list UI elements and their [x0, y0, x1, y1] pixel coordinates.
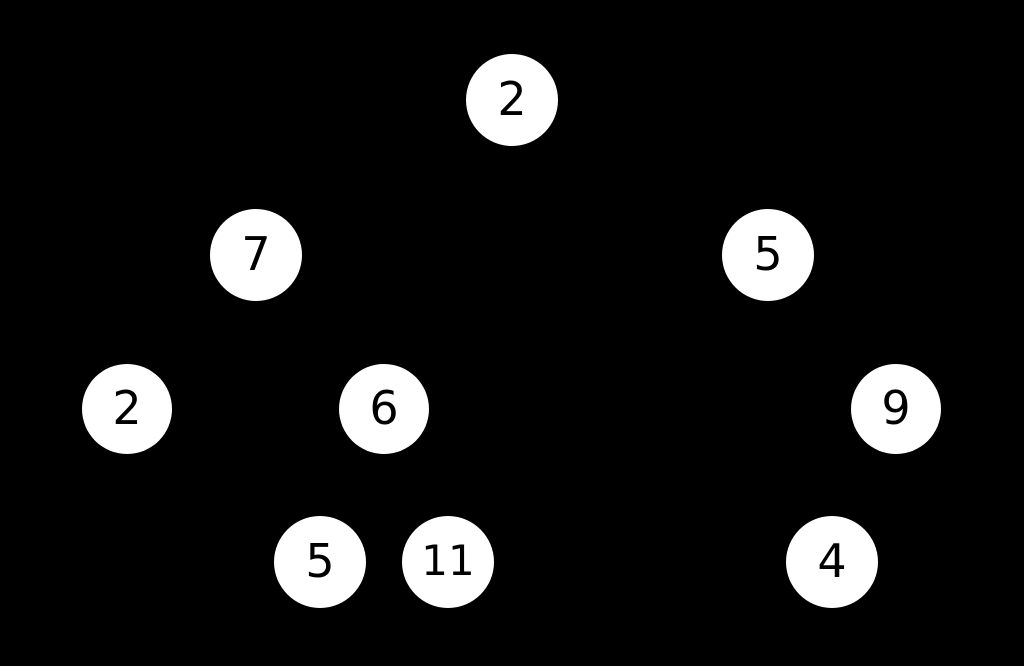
graph-node-label: 2: [497, 72, 527, 126]
graph-node[interactable]: 2: [466, 54, 558, 146]
graph-node-label: 6: [369, 381, 399, 435]
graph-node[interactable]: 5: [722, 209, 814, 301]
graph-node[interactable]: 9: [851, 364, 941, 454]
graph-node[interactable]: 2: [82, 364, 172, 454]
graph-node[interactable]: 5: [274, 516, 366, 608]
graph-node-label: 11: [421, 536, 475, 585]
graph-node[interactable]: 6: [339, 364, 429, 454]
graph-node-label: 5: [305, 534, 335, 588]
graph-node-label: 5: [753, 227, 783, 281]
graph-node[interactable]: 7: [210, 209, 302, 301]
graph-node-label: 7: [241, 227, 271, 281]
graph-node-label: 4: [817, 534, 847, 588]
graph-node-label: 9: [881, 381, 911, 435]
graph-node-label: 2: [112, 381, 142, 435]
graph-node[interactable]: 4: [786, 516, 878, 608]
graph-node[interactable]: 11: [402, 516, 494, 608]
